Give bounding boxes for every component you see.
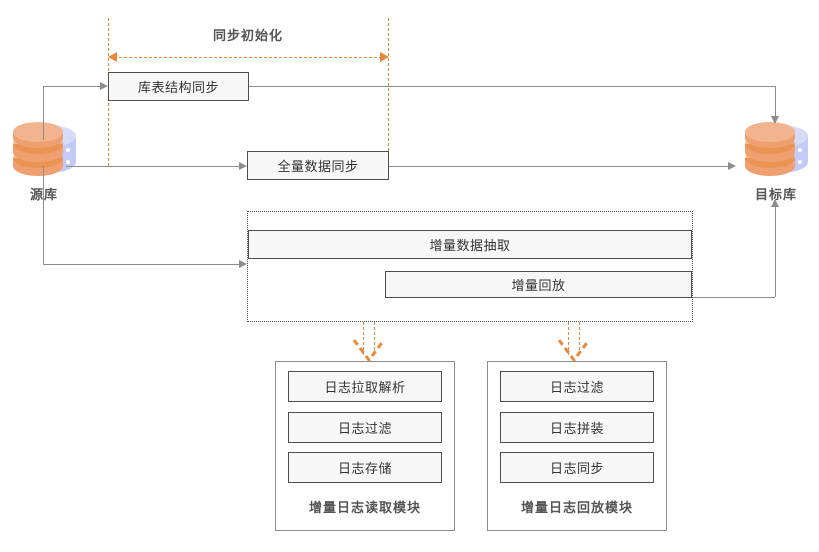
target-database-label: 目标库 — [754, 187, 797, 202]
module1-item-log-filter[interactable]: 日志过滤 — [288, 412, 442, 443]
incremental-zone — [247, 211, 693, 322]
process-box-schema-sync[interactable]: 库表结构同步 — [108, 72, 249, 101]
process-box-incremental-replay-label: 增量回放 — [511, 278, 566, 293]
process-box-full-data-sync-label: 全量数据同步 — [277, 159, 359, 174]
source-database-label: 源库 — [29, 187, 58, 202]
module-incremental-log-read — [275, 361, 455, 531]
module-incremental-log-read-title: 增量日志读取模块 — [308, 500, 421, 515]
line-source-to-schema — [43, 86, 100, 87]
arrow-into-target-left — [728, 161, 736, 170]
line-schema-to-target — [248, 86, 776, 87]
process-box-incremental-replay[interactable]: 增量回放 — [385, 271, 692, 298]
orange-arrow-to-replay-module-shaft-right — [579, 322, 580, 355]
orange-arrow-to-read-module-head — [352, 339, 386, 363]
line-source-up — [43, 86, 44, 140]
process-box-incremental-extract[interactable]: 增量数据抽取 — [248, 230, 692, 259]
orange-arrow-to-replay-module-shaft-left — [568, 322, 569, 355]
module1-item-log-storage-label: 日志存储 — [337, 461, 392, 476]
span-arrow-line — [114, 57, 382, 58]
arrow-into-target-top — [770, 116, 779, 124]
line-source-to-full — [66, 166, 239, 167]
arrow-into-schema-box — [100, 81, 108, 90]
module1-item-log-filter-label: 日志过滤 — [337, 421, 392, 436]
target-database-icon — [740, 122, 812, 180]
source-database-icon — [8, 122, 80, 180]
module1-item-log-storage[interactable]: 日志存储 — [288, 452, 442, 483]
span-right-guide-line — [388, 18, 389, 166]
span-arrow-right-head — [380, 52, 389, 62]
module1-item-log-pull-parse[interactable]: 日志拉取解析 — [288, 371, 442, 402]
span-label: 同步初始化 — [212, 28, 283, 43]
line-full-to-target — [388, 166, 728, 167]
arrow-into-incremental-zone — [239, 259, 247, 268]
module-incremental-log-replay — [487, 361, 667, 531]
process-box-incremental-extract-label: 增量数据抽取 — [429, 238, 511, 253]
module-incremental-log-replay-title: 增量日志回放模块 — [520, 500, 633, 515]
line-replay-to-target — [693, 297, 775, 298]
arrow-into-full-box — [239, 161, 247, 170]
module2-item-log-filter[interactable]: 日志过滤 — [500, 371, 654, 402]
orange-arrow-to-read-module-shaft-right — [374, 322, 375, 355]
module2-item-log-assemble[interactable]: 日志拼装 — [500, 412, 654, 443]
span-arrow-left-head — [108, 52, 117, 62]
line-source-to-incremental — [43, 264, 239, 265]
module2-item-log-filter-label: 日志过滤 — [549, 380, 604, 395]
process-box-schema-sync-label: 库表结构同步 — [137, 80, 219, 95]
module2-item-log-sync[interactable]: 日志同步 — [500, 452, 654, 483]
module2-item-log-assemble-label: 日志拼装 — [549, 421, 604, 436]
arrow-into-target-bottom — [770, 199, 779, 207]
process-box-full-data-sync[interactable]: 全量数据同步 — [247, 151, 389, 180]
module2-item-log-sync-label: 日志同步 — [549, 461, 604, 476]
line-replay-up-to-target — [775, 207, 776, 297]
module1-item-log-pull-parse-label: 日志拉取解析 — [324, 380, 406, 395]
line-schema-down-to-target — [775, 86, 776, 116]
line-source-down — [43, 166, 44, 264]
orange-arrow-to-replay-module-head — [557, 339, 591, 363]
orange-arrow-to-read-module-shaft-left — [363, 322, 364, 355]
